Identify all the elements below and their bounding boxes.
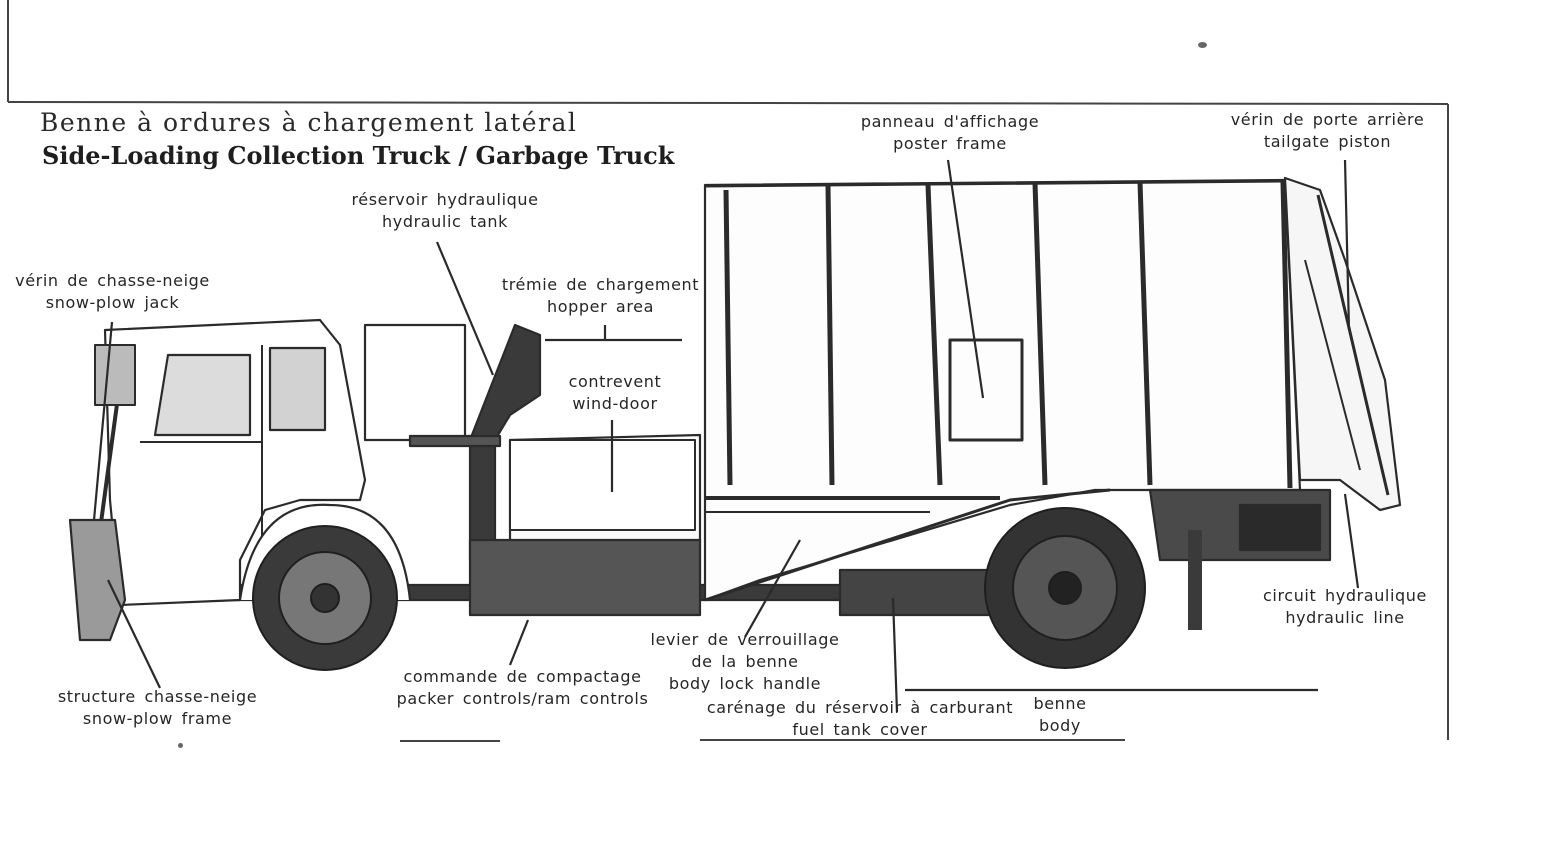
tailgate bbox=[1283, 176, 1402, 512]
label-hopper-area: trémie de chargement hopper area bbox=[493, 274, 708, 318]
leader-lines bbox=[92, 159, 1360, 713]
leader-fuel-tank-cover bbox=[891, 597, 899, 713]
tank-box bbox=[363, 323, 467, 442]
label-body-lock-handle: levier de verrouillage de la benne body … bbox=[630, 629, 860, 695]
rear-wheel bbox=[984, 507, 1146, 669]
label-fr: vérin de chasse-neige bbox=[15, 271, 210, 290]
title-french: Benne à ordures à chargement latéral bbox=[40, 108, 578, 137]
label-fr: contrevent bbox=[568, 372, 662, 391]
label-en: tailgate piston bbox=[1263, 132, 1392, 151]
side-window bbox=[268, 346, 327, 432]
leader-poster-frame bbox=[946, 159, 985, 399]
label-en: hopper area bbox=[546, 297, 655, 316]
truck-drawing bbox=[68, 176, 1402, 642]
label-en: wind-door bbox=[572, 394, 658, 413]
label-fr: structure chasse-neige bbox=[57, 687, 258, 706]
label-poster-frame: panneau d'affichage poster frame bbox=[855, 111, 1045, 155]
scan-speck bbox=[178, 743, 183, 748]
wind-door-panel bbox=[509, 439, 696, 531]
windshield bbox=[153, 353, 252, 437]
leader-snow-plow-jack bbox=[92, 321, 114, 521]
label-hydraulic-line: circuit hydraulique hydraulic line bbox=[1250, 585, 1440, 629]
label-en: body bbox=[1039, 716, 1081, 735]
label-hydraulic-tank: réservoir hydraulique hydraulic tank bbox=[340, 189, 550, 233]
fuel-tank bbox=[838, 568, 992, 617]
front-wheel bbox=[252, 525, 398, 671]
label-fr: panneau d'affichage bbox=[860, 112, 1040, 131]
label-wind-door: contrevent wind-door bbox=[540, 371, 690, 415]
label-fr: benne bbox=[1033, 694, 1087, 713]
scan-speck bbox=[1198, 42, 1207, 48]
label-fr-continued: de la benne bbox=[691, 652, 799, 671]
label-snow-plow-frame: structure chasse-neige snow-plow frame bbox=[45, 686, 270, 730]
label-en: hydraulic line bbox=[1285, 608, 1405, 627]
label-fr: commande de compactage bbox=[403, 667, 642, 686]
label-fr: levier de verrouillage bbox=[650, 630, 840, 649]
label-tailgate-piston: vérin de porte arrière tailgate piston bbox=[1220, 109, 1435, 153]
leader-tailgate-piston bbox=[1343, 159, 1351, 331]
label-fr: réservoir hydraulique bbox=[351, 190, 539, 209]
label-fr: vérin de porte arrière bbox=[1230, 110, 1425, 129]
label-packer-controls: commande de compactage packer controls/r… bbox=[385, 666, 660, 710]
poster-frame bbox=[948, 338, 1024, 442]
leader-hydraulic-tank bbox=[435, 241, 495, 376]
leader-body-lock-handle bbox=[744, 539, 801, 638]
label-fr: carénage du réservoir à carburant bbox=[706, 698, 1014, 717]
leader-packer-controls bbox=[508, 619, 530, 666]
label-en: poster frame bbox=[893, 134, 1007, 153]
packer-box bbox=[468, 538, 702, 617]
snow-plow-frame bbox=[68, 518, 127, 642]
label-fr: trémie de chargement bbox=[501, 275, 700, 294]
leader-snow-plow-frame bbox=[107, 579, 161, 689]
label-en: hydraulic tank bbox=[382, 212, 508, 231]
label-en: snow-plow frame bbox=[82, 709, 233, 728]
label-en: body lock handle bbox=[668, 674, 822, 693]
body-posts bbox=[723, 181, 1293, 489]
title-english: Side-Loading Collection Truck / Garbage … bbox=[42, 141, 675, 170]
label-en: fuel tank cover bbox=[792, 720, 928, 739]
label-fuel-tank-cover: carénage du réservoir à carburant fuel t… bbox=[690, 697, 1030, 741]
label-en: snow-plow jack bbox=[45, 293, 180, 312]
label-en: packer controls/ram controls bbox=[396, 689, 649, 708]
leader-hydraulic-line bbox=[1343, 493, 1360, 589]
label-body: benne body bbox=[1020, 693, 1100, 737]
label-snow-plow-jack: vérin de chasse-neige snow-plow jack bbox=[5, 270, 220, 314]
label-fr: circuit hydraulique bbox=[1263, 586, 1427, 605]
scan-border bbox=[7, 0, 1449, 742]
